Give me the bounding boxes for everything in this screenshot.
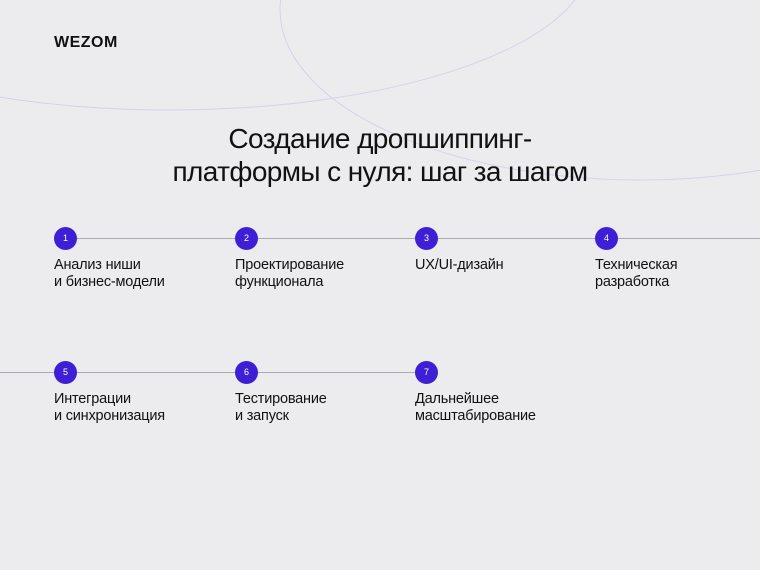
step-number-badge: 2: [235, 227, 258, 250]
title-line-1: Создание дропшиппинг-: [228, 123, 532, 154]
step-label: Дальнейшее масштабирование: [415, 391, 590, 425]
page-title: Создание дропшиппинг- платформы с нуля: …: [0, 122, 760, 188]
step-label-line-1: Интеграции: [54, 391, 131, 407]
step-label: Анализ ниши и бизнес-модели: [54, 257, 229, 291]
step-number-badge: 5: [54, 361, 77, 384]
step-label: Проектирование функционала: [235, 257, 410, 291]
step-label-line-1: Анализ ниши: [54, 257, 141, 273]
title-line-2: платформы с нуля: шаг за шагом: [172, 156, 589, 187]
step-label-line-1: Дальнейшее: [415, 391, 499, 407]
step-number-badge: 6: [235, 361, 258, 384]
step-label-line-2: разработка: [595, 274, 670, 290]
timeline-track-row-2: [0, 372, 427, 373]
step-label: Интеграции и синхронизация: [54, 391, 229, 425]
wezom-logo: WEZOM: [54, 34, 118, 51]
step-number-badge: 4: [595, 227, 618, 250]
timeline-track-row-1: [66, 238, 760, 239]
step-label-line-2: и бизнес-модели: [54, 274, 165, 290]
step-label-line-2: и запуск: [235, 408, 289, 424]
step-number-badge: 7: [415, 361, 438, 384]
step-number-badge: 1: [54, 227, 77, 250]
step-number-badge: 3: [415, 227, 438, 250]
step-label: UX/UI-дизайн: [415, 257, 590, 274]
step-label: Техническая разработка: [595, 257, 745, 291]
step-label: Тестирование и запуск: [235, 391, 410, 425]
step-label-line-1: Проектирование: [235, 257, 344, 273]
step-label-line-1: Тестирование: [235, 391, 327, 407]
step-label-line-2: масштабирование: [415, 408, 536, 424]
step-label-line-1: Техническая: [595, 257, 678, 273]
step-label-line-2: функционала: [235, 274, 324, 290]
step-label-line-2: и синхронизация: [54, 408, 165, 424]
step-label-line-1: UX/UI-дизайн: [415, 257, 504, 273]
